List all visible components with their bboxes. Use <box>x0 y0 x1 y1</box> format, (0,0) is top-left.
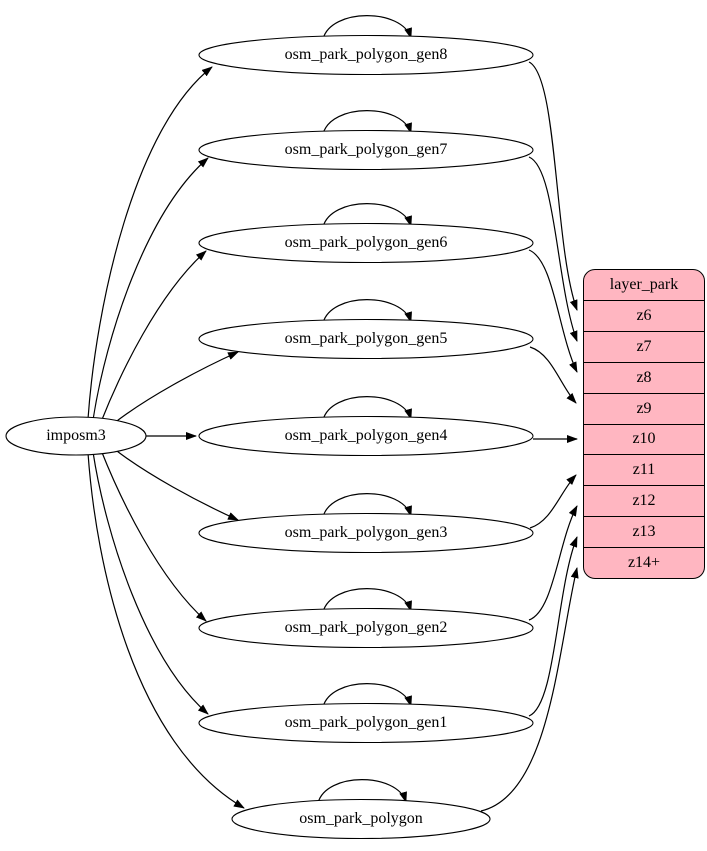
layer-park-table-title: layer_park <box>609 275 679 293</box>
node-label-osm-park-polygon-gen6: osm_park_polygon_gen6 <box>284 234 448 251</box>
layer-park-table: layer_park z6 z7 z8 z9 z10 z11 z12 z13 z… <box>583 269 705 579</box>
layer-table-row-z13: z13 <box>584 516 704 547</box>
node-label-osm-park-polygon-gen7: osm_park_polygon_gen7 <box>284 141 448 158</box>
edge-osm-park-polygon-gen3-to-z11 <box>529 474 577 529</box>
node-osm-park-polygon-gen4 <box>198 415 534 457</box>
edge-imposm3-to-osm-park-polygon-gen1 <box>92 451 209 715</box>
edge-imposm3-to-osm-park-polygon-gen3 <box>112 447 239 521</box>
self-loop-osm-park-polygon-gen4 <box>322 396 412 421</box>
self-loop-osm-park-polygon-gen7 <box>322 110 412 135</box>
self-loop-osm-park-polygon-gen3 <box>322 493 412 518</box>
self-loop-osm-park-polygon-gen5 <box>322 299 412 324</box>
self-loop-osm-park-polygon-gen8 <box>322 15 412 40</box>
node-label-osm-park-polygon-gen1: osm_park_polygon_gen1 <box>284 714 448 731</box>
edge-imposm3-to-osm-park-polygon-gen5 <box>112 351 239 425</box>
layer-table-row-z8: z8 <box>584 361 704 393</box>
node-osm-park-polygon-gen8 <box>198 34 534 76</box>
edge-imposm3-to-osm-park-polygon <box>87 452 245 809</box>
edge-osm-park-polygon-gen6-to-z8 <box>528 249 578 373</box>
layer-table-row-z11: z11 <box>584 454 704 485</box>
edge-osm-park-polygon-gen8-to-z6 <box>528 61 578 311</box>
node-osm-park-polygon-gen1 <box>198 702 534 744</box>
self-loop-osm-park-polygon-gen2 <box>322 588 412 613</box>
node-osm-park-polygon-gen5 <box>198 318 534 360</box>
node-imposm3 <box>5 416 147 456</box>
edge-osm-park-polygon-gen2-to-z12 <box>528 505 578 621</box>
self-loop-edges <box>317 15 412 804</box>
node-shapes <box>5 34 534 840</box>
edge-osm-park-polygon-gen5-to-z9 <box>529 346 577 404</box>
edge-imposm3-to-osm-park-polygon-gen6 <box>100 250 207 423</box>
node-label-osm-park-polygon-gen2: osm_park_polygon_gen2 <box>284 619 448 636</box>
self-loop-osm-park-polygon <box>317 779 407 804</box>
node-label-osm-park-polygon-gen5: osm_park_polygon_gen5 <box>284 330 448 347</box>
edge-osm-park-polygon-gen1-to-z13 <box>528 536 578 717</box>
edge-imposm3-to-osm-park-polygon-gen8 <box>87 66 213 420</box>
node-label-osm-park-polygon-gen4: osm_park_polygon_gen4 <box>284 427 448 444</box>
layer-table-row-z7: z7 <box>584 330 704 362</box>
node-osm-park-polygon-gen7 <box>198 129 534 171</box>
layer-table-row-z12: z12 <box>584 485 704 516</box>
layer-table-row-z6: z6 <box>584 299 704 331</box>
edge-osm-park-polygon-gen7-to-z7 <box>528 156 578 342</box>
edge-imposm3-to-osm-park-polygon-gen2 <box>100 449 207 622</box>
node-label-imposm3: imposm3 <box>46 427 106 444</box>
edges-from-source <box>87 66 245 809</box>
layer-table-row-z9: z9 <box>584 392 704 424</box>
edge-imposm3-to-osm-park-polygon-gen7 <box>92 157 209 421</box>
layer-table-row-z10: z10 <box>584 423 704 455</box>
node-osm-park-polygon <box>231 798 491 840</box>
node-osm-park-polygon-gen3 <box>198 512 534 554</box>
node-label-osm-park-polygon-gen3: osm_park_polygon_gen3 <box>284 524 448 541</box>
node-osm-park-polygon-gen6 <box>198 222 534 264</box>
node-label-osm-park-polygon-gen8: osm_park_polygon_gen8 <box>284 46 448 63</box>
node-label-osm-park-polygon: osm_park_polygon <box>299 810 423 827</box>
layer-table-row-z14plus: z14+ <box>584 547 704 578</box>
self-loop-osm-park-polygon-gen1 <box>322 683 412 708</box>
edges-to-layer <box>480 61 579 812</box>
edge-osm-park-polygon-to-z14plus <box>480 567 579 812</box>
self-loop-osm-park-polygon-gen6 <box>322 203 412 228</box>
node-osm-park-polygon-gen2 <box>198 607 534 649</box>
